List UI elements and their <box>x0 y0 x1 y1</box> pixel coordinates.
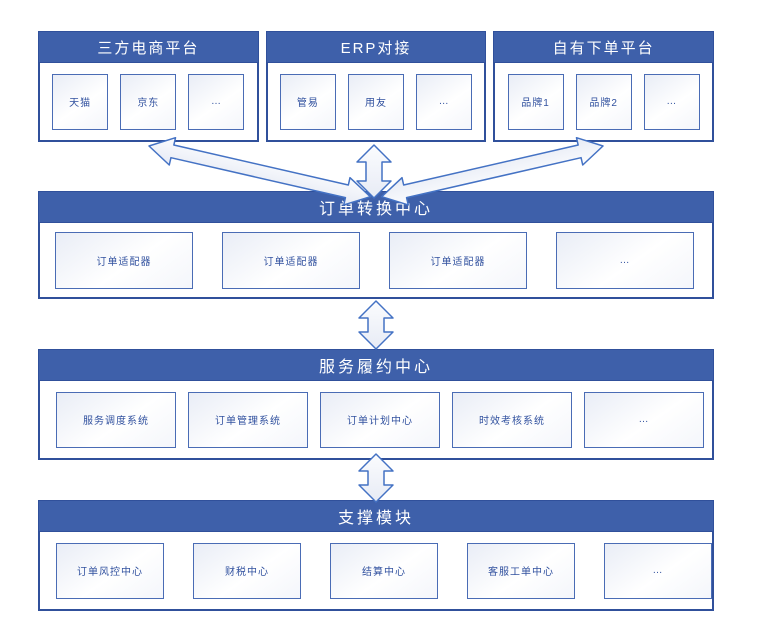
platform-cell-tmall: 天猫 <box>52 73 109 130</box>
brand-cell-more: … <box>643 73 700 130</box>
brand-cell-2: 品牌2 <box>575 73 632 130</box>
fulfillment-cell-sla: 时效考核系统 <box>452 391 572 448</box>
erp-cell-more: … <box>416 73 473 130</box>
band-body: 订单风控中心 财税中心 结算中心 客服工单中心 … <box>38 532 714 611</box>
band-body: 订单适配器 订单适配器 订单适配器 … <box>38 223 714 299</box>
support-cell-risk: 订单风控中心 <box>56 542 164 599</box>
panel-title-own-order-platform: 自有下单平台 <box>493 31 715 63</box>
fulfillment-cell-dispatch: 服务调度系统 <box>56 391 176 448</box>
platform-cell-more: … <box>188 73 245 130</box>
band-order-conversion-center: 订单转换中心 订单适配器 订单适配器 订单适配器 … <box>38 191 714 299</box>
fulfillment-cell-more: … <box>584 391 704 448</box>
band-title-order-conversion: 订单转换中心 <box>38 191 714 223</box>
top-panels-row: 三方电商平台 天猫 京东 … ERP对接 管易 用友 … 自有下单平台 品牌1 … <box>38 31 715 142</box>
band-body: 服务调度系统 订单管理系统 订单计划中心 时效考核系统 … <box>38 381 714 460</box>
support-cell-settlement: 结算中心 <box>330 542 438 599</box>
support-cell-finance: 财税中心 <box>193 542 301 599</box>
panel-body: 品牌1 品牌2 … <box>493 63 715 142</box>
bidirectional-arrow-fulfillment-support <box>356 453 396 503</box>
fulfillment-cell-planning: 订单计划中心 <box>320 391 440 448</box>
bidirectional-arrow-conversion-fulfillment <box>356 300 396 350</box>
adapter-cell-3: 订单适配器 <box>389 231 527 289</box>
band-title-support-modules: 支撑模块 <box>38 500 714 532</box>
panel-own-order-platform: 自有下单平台 品牌1 品牌2 … <box>493 31 715 142</box>
panel-title-erp-integration: ERP对接 <box>265 31 487 63</box>
brand-cell-1: 品牌1 <box>507 73 564 130</box>
panel-third-party-ecommerce: 三方电商平台 天猫 京东 … <box>38 31 259 142</box>
panel-body: 管易 用友 … <box>265 63 487 142</box>
support-cell-ticket: 客服工单中心 <box>467 542 575 599</box>
erp-cell-yonyou: 用友 <box>347 73 404 130</box>
adapter-cell-1: 订单适配器 <box>55 231 193 289</box>
fulfillment-cell-order-mgmt: 订单管理系统 <box>188 391 308 448</box>
adapter-cell-2: 订单适配器 <box>222 231 360 289</box>
platform-cell-jd: 京东 <box>120 73 177 130</box>
erp-cell-guanyi: 管易 <box>279 73 336 130</box>
panel-title-third-party-ecommerce: 三方电商平台 <box>38 31 259 63</box>
panel-body: 天猫 京东 … <box>38 63 259 142</box>
band-service-fulfillment-center: 服务履约中心 服务调度系统 订单管理系统 订单计划中心 时效考核系统 … <box>38 349 714 460</box>
adapter-cell-more: … <box>556 231 694 289</box>
support-cell-more: … <box>604 542 712 599</box>
band-title-service-fulfillment: 服务履约中心 <box>38 349 714 381</box>
panel-erp-integration: ERP对接 管易 用友 … <box>265 31 487 142</box>
band-support-modules: 支撑模块 订单风控中心 财税中心 结算中心 客服工单中心 … <box>38 500 714 611</box>
